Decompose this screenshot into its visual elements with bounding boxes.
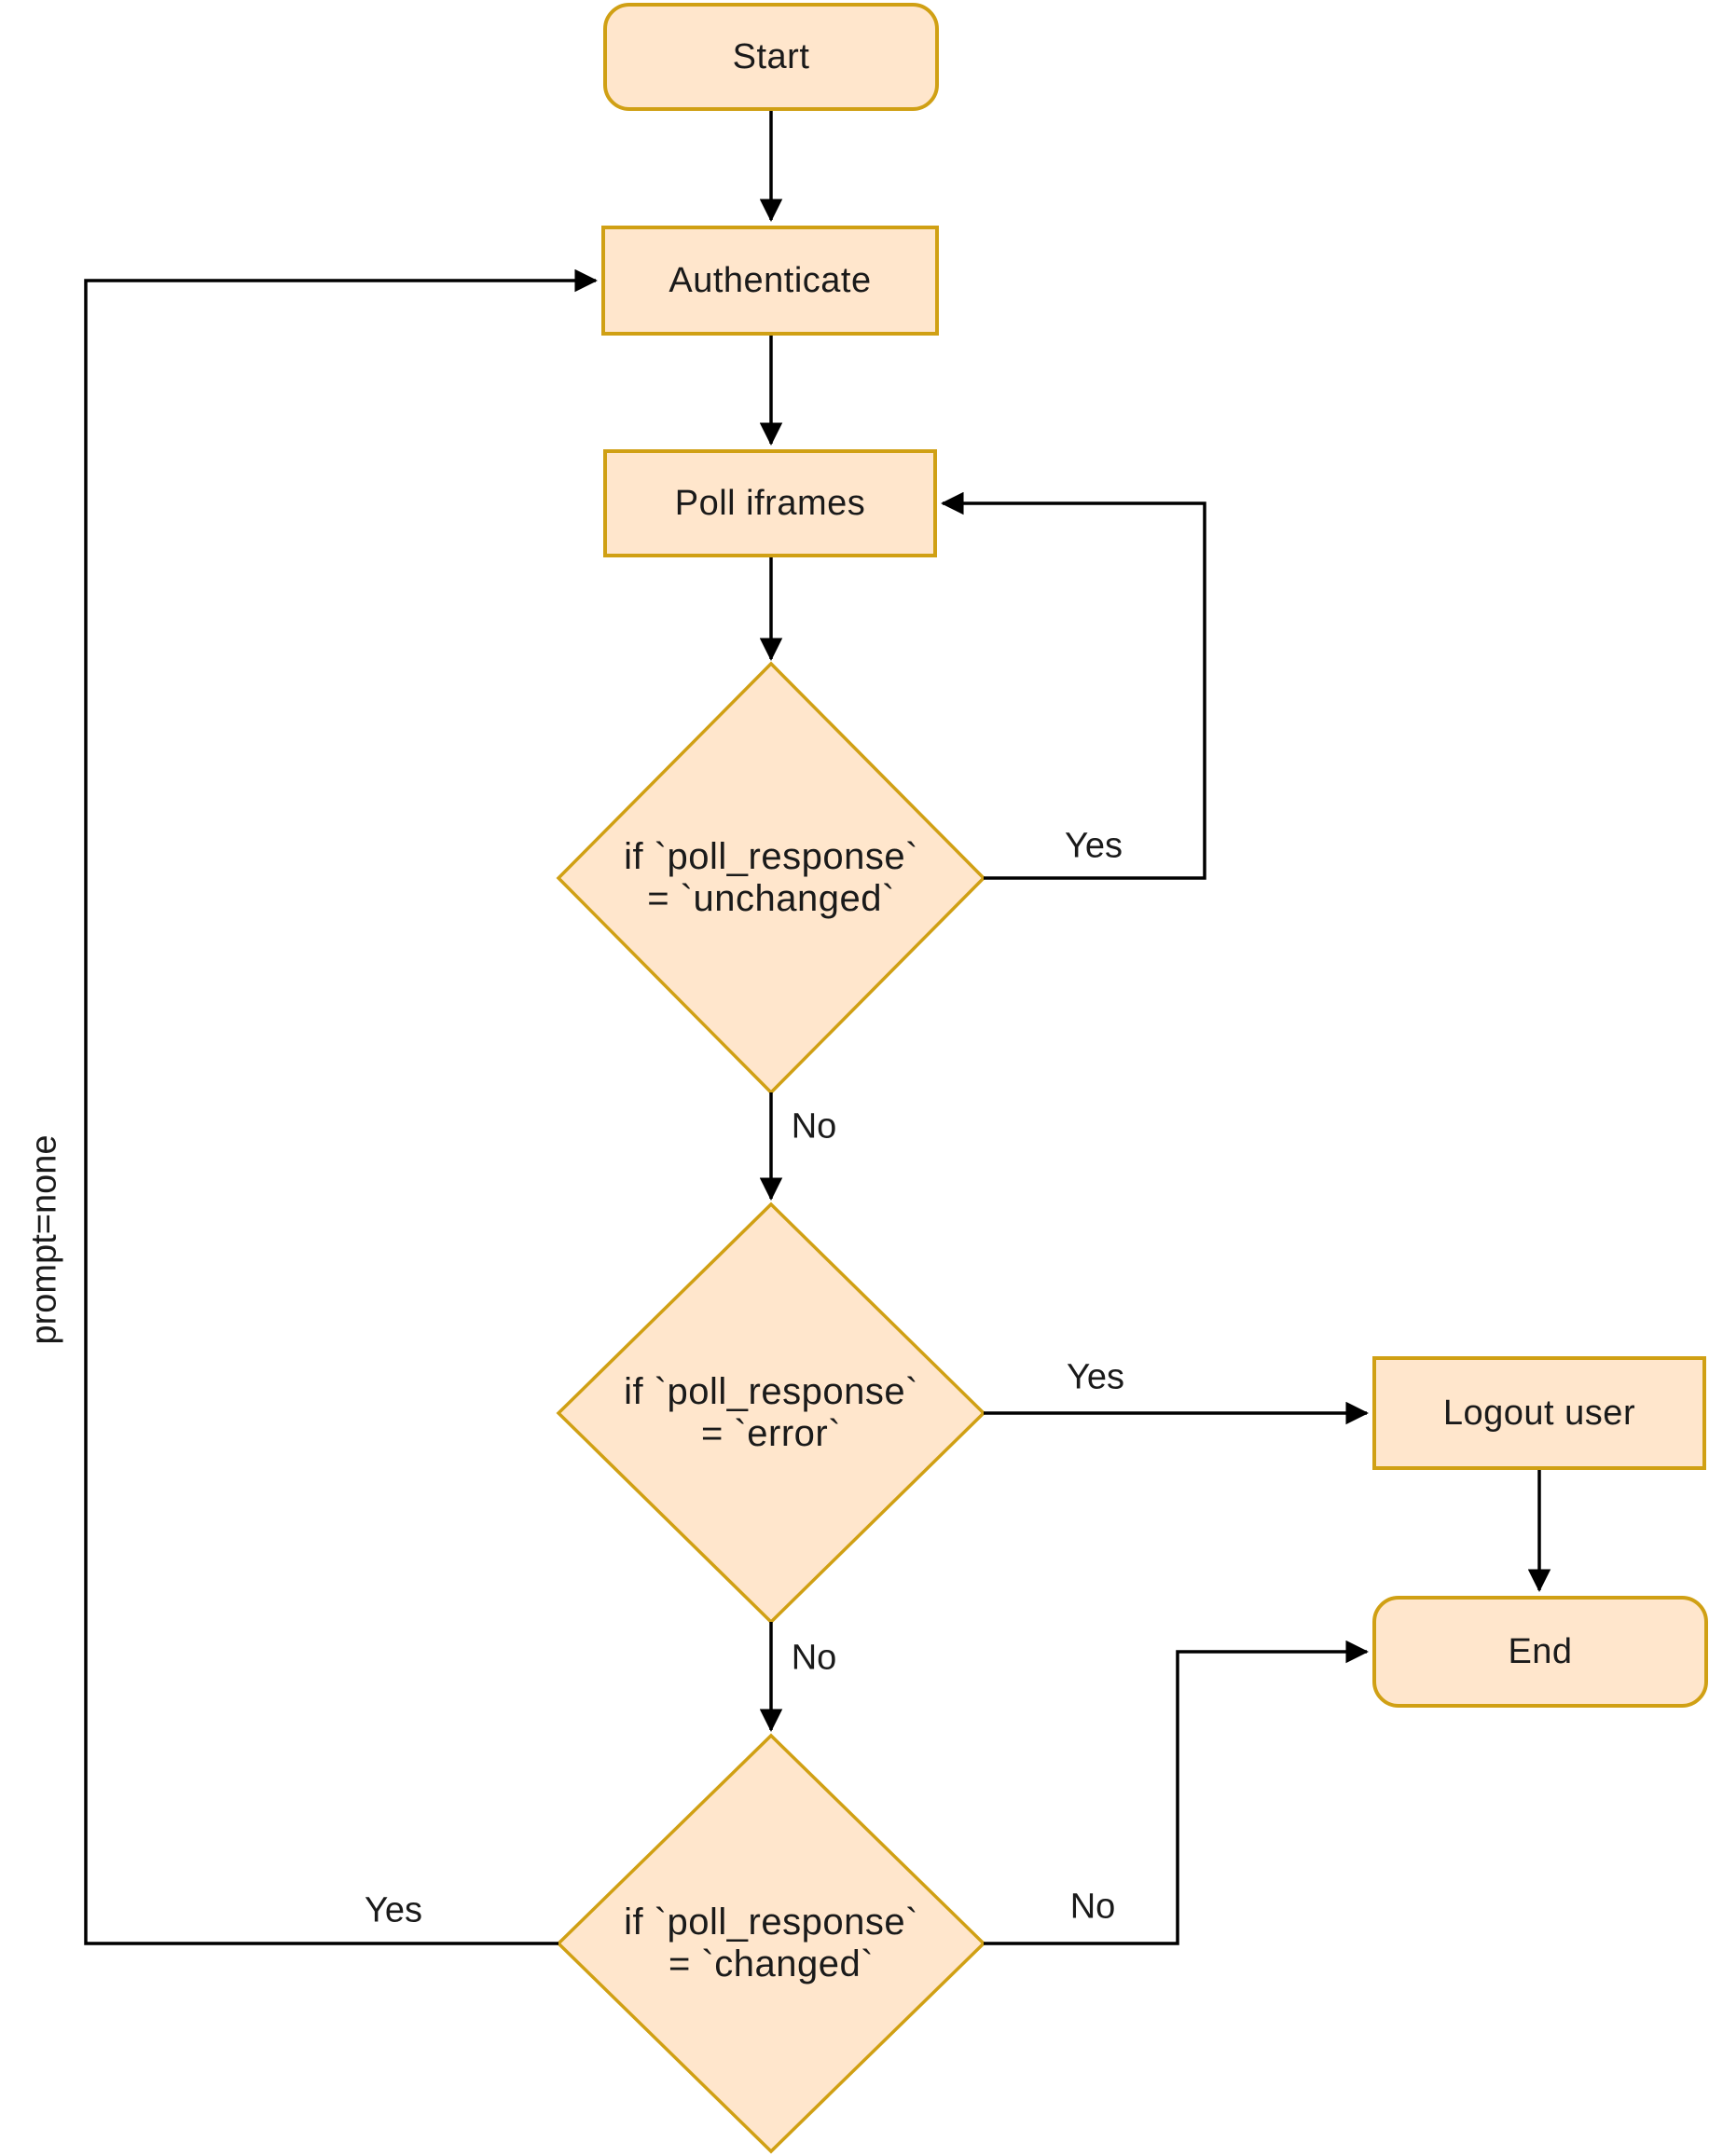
decision-unchanged-shape <box>556 661 986 1095</box>
edge-label-error-yes: Yes <box>1067 1357 1124 1397</box>
node-end-label: End <box>1508 1631 1573 1671</box>
node-start: Start <box>603 3 939 111</box>
node-logout-user-label: Logout user <box>1442 1393 1636 1433</box>
node-logout-user: Logout user <box>1372 1356 1706 1470</box>
edge-label-changed-yes: Yes <box>365 1890 422 1930</box>
edge-changed-yes-loop-to-authenticate <box>84 268 598 1945</box>
edge-label-unchanged-no: No <box>791 1106 837 1147</box>
edge-changed-no-to-end <box>984 1640 1369 1945</box>
node-authenticate-label: Authenticate <box>668 260 872 300</box>
node-poll-iframes: Poll iframes <box>603 449 937 557</box>
edge-annotation-prompt-none: prompt=none <box>24 1134 64 1345</box>
decision-error-shape <box>556 1202 986 1625</box>
node-authenticate: Authenticate <box>601 226 939 336</box>
node-start-label: Start <box>732 36 810 76</box>
edge-label-changed-no: No <box>1069 1887 1116 1927</box>
edge-unchanged-yes-loop-to-poll <box>941 491 1206 880</box>
node-end: End <box>1372 1596 1708 1708</box>
node-poll-iframes-label: Poll iframes <box>674 483 866 523</box>
edge-label-error-no: No <box>791 1638 837 1678</box>
decision-changed-shape <box>556 1733 986 2154</box>
edge-label-unchanged-yes: Yes <box>1065 826 1123 866</box>
